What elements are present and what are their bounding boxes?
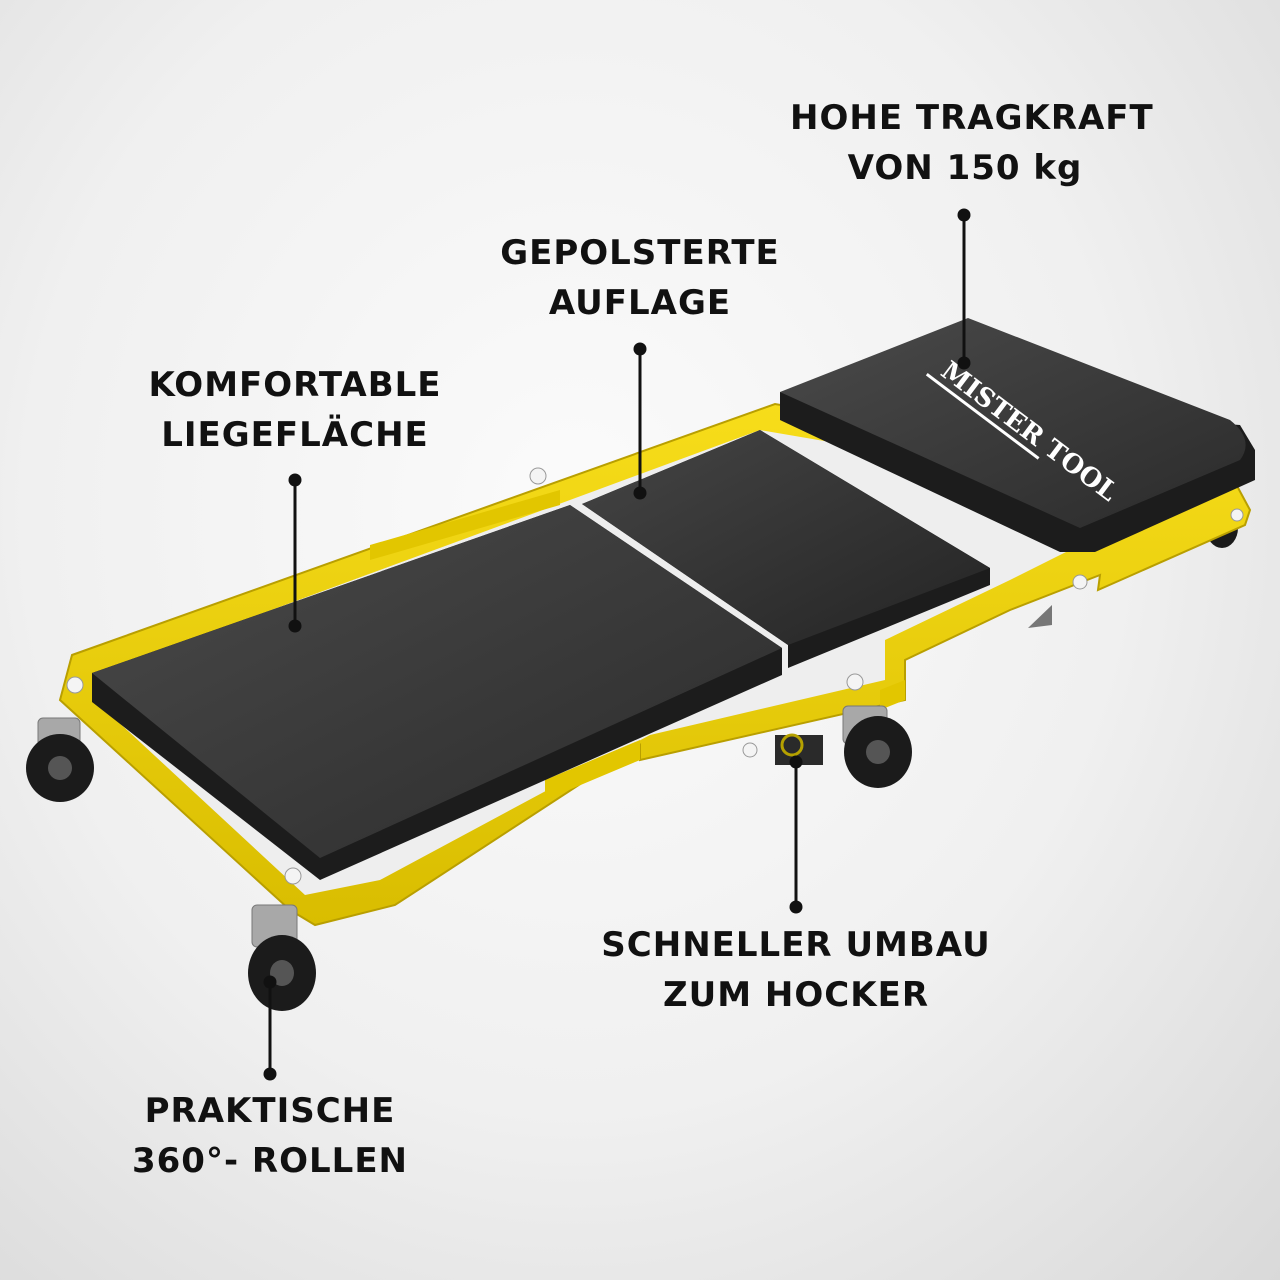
callout-lying-surface: KOMFORTABLE LIEGEFLÄCHE (145, 360, 445, 460)
callout-load-capacity: HOHE TRAGKRAFT VON 150 kg (790, 93, 1154, 193)
callout-lying-surface-line1: KOMFORTABLE (148, 365, 442, 405)
pointer-dot (633, 486, 647, 500)
caster-front-left (26, 717, 94, 802)
callout-lying-surface-line2: LIEGEFLÄCHE (161, 415, 429, 455)
lying-pad (92, 505, 782, 880)
callout-quick-conversion-line1: SCHNELLER UMBAU (601, 925, 991, 965)
middle-pad (582, 430, 990, 668)
pointer-dot (789, 900, 803, 914)
pointer-dot (957, 356, 971, 370)
callout-swivel-casters-line1: PRAKTISCHE (144, 1091, 396, 1131)
pointer-dot (288, 619, 302, 633)
pointer-line (638, 349, 642, 493)
callout-padded-support-line1: GEPOLSTERTE (500, 233, 780, 273)
callout-swivel-casters-line2: 360°- ROLLEN (131, 1141, 408, 1181)
pointer-dot (263, 1067, 277, 1081)
callout-quick-conversion-line2: ZUM HOCKER (663, 975, 929, 1015)
callout-quick-conversion: SCHNELLER UMBAU ZUM HOCKER (596, 920, 996, 1020)
pointer-line (268, 982, 272, 1074)
pointer-line (962, 215, 966, 363)
callout-padded-support-line2: AUFLAGE (548, 283, 732, 323)
callout-load-capacity-line2: VON 150 kg (847, 148, 1083, 188)
caster-front-bottom (248, 904, 316, 1011)
caster-middle-right (842, 705, 912, 788)
callout-swivel-casters: PRAKTISCHE 360°- ROLLEN (120, 1086, 420, 1186)
callout-load-capacity-line1: HOHE TRAGKRAFT (790, 98, 1154, 138)
callout-padded-support: GEPOLSTERTE AUFLAGE (490, 228, 790, 328)
pointer-line (794, 762, 798, 907)
headrest-pad: MISTER TOOL (780, 318, 1255, 552)
pointer-line (293, 480, 297, 626)
